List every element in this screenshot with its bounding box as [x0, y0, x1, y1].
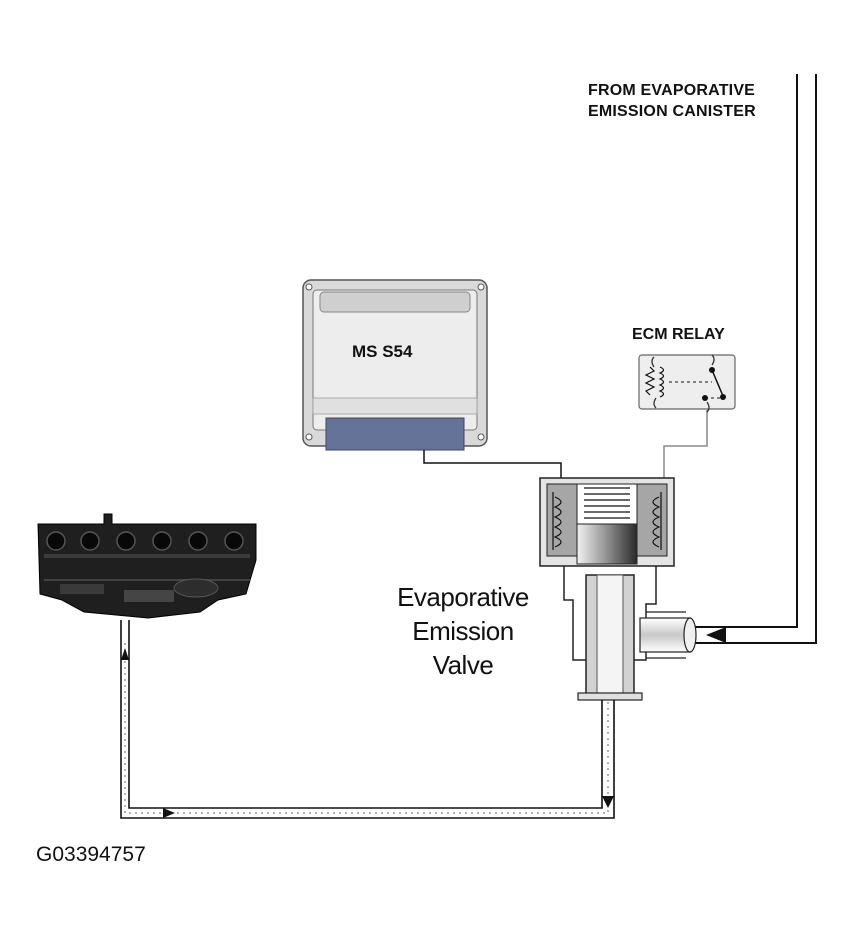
- evap-valve-label-line2: Emission: [412, 616, 514, 646]
- flow-arrow-up: [121, 648, 129, 660]
- canister-label: FROM EVAPORATIVE EMISSION CANISTER: [588, 80, 756, 122]
- evap-valve-label: Evaporative Emission Valve: [378, 580, 548, 682]
- intake-manifold: [37, 513, 257, 619]
- ecm-module: [302, 279, 488, 447]
- flow-dots: [124, 640, 609, 814]
- ecm-relay: [638, 354, 736, 413]
- evap-valve: [539, 477, 697, 701]
- canister-label-line1: FROM EVAPORATIVE: [588, 82, 756, 99]
- flow-arrow-down: [602, 796, 614, 808]
- canister-label-line2: EMISSION CANISTER: [588, 103, 756, 120]
- evap-valve-label-line1: Evaporative: [397, 582, 529, 612]
- relay-wiring: [663, 410, 708, 487]
- ecm-connector: [325, 417, 465, 451]
- ecm-relay-label: ECM RELAY: [632, 326, 725, 343]
- ecm-wiring: [423, 450, 562, 487]
- flow-arrow-left: [163, 808, 175, 818]
- flow-arrow-into-valve: [706, 627, 726, 643]
- canister-purge-line: [688, 74, 817, 644]
- purge-line-to-intake: [120, 620, 615, 819]
- figure-id: G03394757: [36, 843, 146, 866]
- evap-valve-label-line3: Valve: [432, 650, 494, 680]
- ecm-label: MS S54: [352, 342, 413, 361]
